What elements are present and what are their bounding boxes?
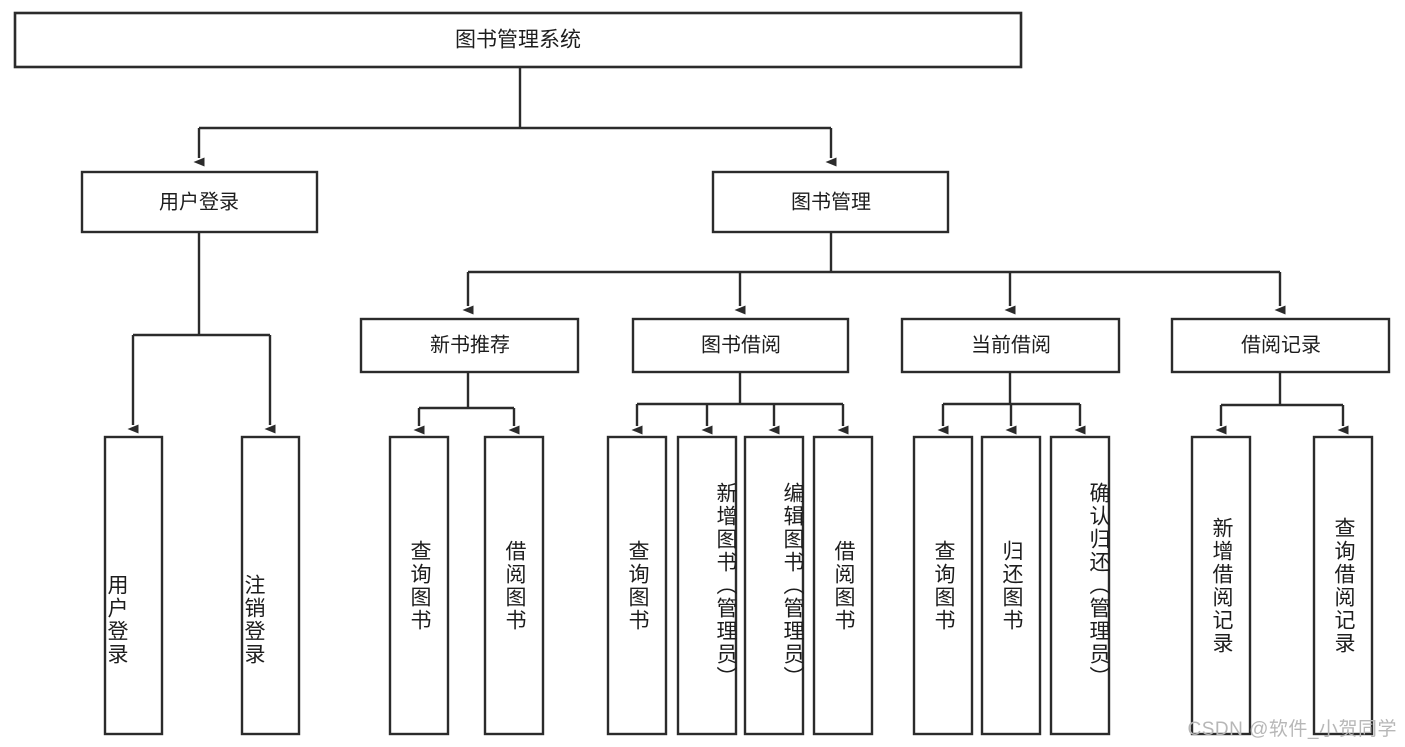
leaf-box-book-borrow-1[interactable] <box>676 435 738 736</box>
node-borrow-record[interactable]: 借阅记录 <box>1170 317 1391 374</box>
leaf-box-new-book-1[interactable] <box>483 435 545 736</box>
node-book-manage[interactable]: 图书管理 <box>711 170 950 234</box>
csdn-watermark: CSDN @软件_小贺同学 <box>1187 719 1397 740</box>
edge-group-book-manage <box>462 233 1286 315</box>
leaf-box-current-borrow-2[interactable] <box>1049 435 1111 736</box>
leaf-box-borrow-record-1[interactable] <box>1312 435 1374 736</box>
node-borrow-record-box[interactable] <box>1170 317 1391 374</box>
leaf-boxes-book-borrow <box>606 435 874 736</box>
leaf-box-borrow-record-0[interactable] <box>1190 435 1252 736</box>
leaf-box-book-borrow-0[interactable] <box>606 435 668 736</box>
node-book-manage-box[interactable] <box>711 170 950 234</box>
edge-group-root <box>193 67 837 167</box>
edge-group-borrow-record <box>1215 373 1349 435</box>
node-book-borrow-box[interactable] <box>631 317 850 374</box>
leaf-boxes-current-borrow <box>912 435 1111 736</box>
leaf-box-book-borrow-3[interactable] <box>812 435 874 736</box>
leaf-box-book-borrow-2[interactable] <box>743 435 805 736</box>
node-user-login-label: 用户登录 <box>159 190 239 213</box>
node-root-label: 图书管理系统 <box>455 29 581 52</box>
node-book-manage-label: 图书管理 <box>791 190 871 213</box>
node-new-book-recommend[interactable]: 新书推荐 <box>359 317 580 374</box>
node-current-borrow-box[interactable] <box>900 317 1121 374</box>
node-root-box[interactable] <box>13 11 1023 69</box>
node-book-borrow[interactable]: 图书借阅 <box>631 317 850 374</box>
node-user-login[interactable]: 用户登录 <box>80 170 319 234</box>
leaf-box-current-borrow-1[interactable] <box>980 435 1042 736</box>
edge-group-book-borrow <box>631 373 849 435</box>
edge-group-current-borrow <box>937 373 1086 435</box>
node-root[interactable]: 图书管理系统 <box>13 11 1023 69</box>
node-book-borrow-label: 图书借阅 <box>701 333 781 356</box>
leaf-boxes-new-book <box>388 435 545 736</box>
node-current-borrow-label: 当前借阅 <box>971 333 1051 356</box>
node-borrow-record-label: 借阅记录 <box>1241 333 1321 356</box>
leaf-box-new-book-0[interactable] <box>388 435 450 736</box>
edge-group-user-login <box>127 233 276 434</box>
node-user-login-box[interactable] <box>80 170 319 234</box>
leaf-box-user-login-0[interactable] <box>103 435 164 736</box>
node-new-book-recommend-box[interactable] <box>359 317 580 374</box>
edge-group-new-book <box>413 373 520 435</box>
node-current-borrow[interactable]: 当前借阅 <box>900 317 1121 374</box>
node-new-book-recommend-label: 新书推荐 <box>430 333 510 356</box>
leaf-box-user-login-1[interactable] <box>240 435 301 736</box>
leaf-boxes-user-login <box>103 435 301 736</box>
leaf-box-current-borrow-0[interactable] <box>912 435 974 736</box>
leaf-boxes-borrow-record <box>1190 435 1374 736</box>
